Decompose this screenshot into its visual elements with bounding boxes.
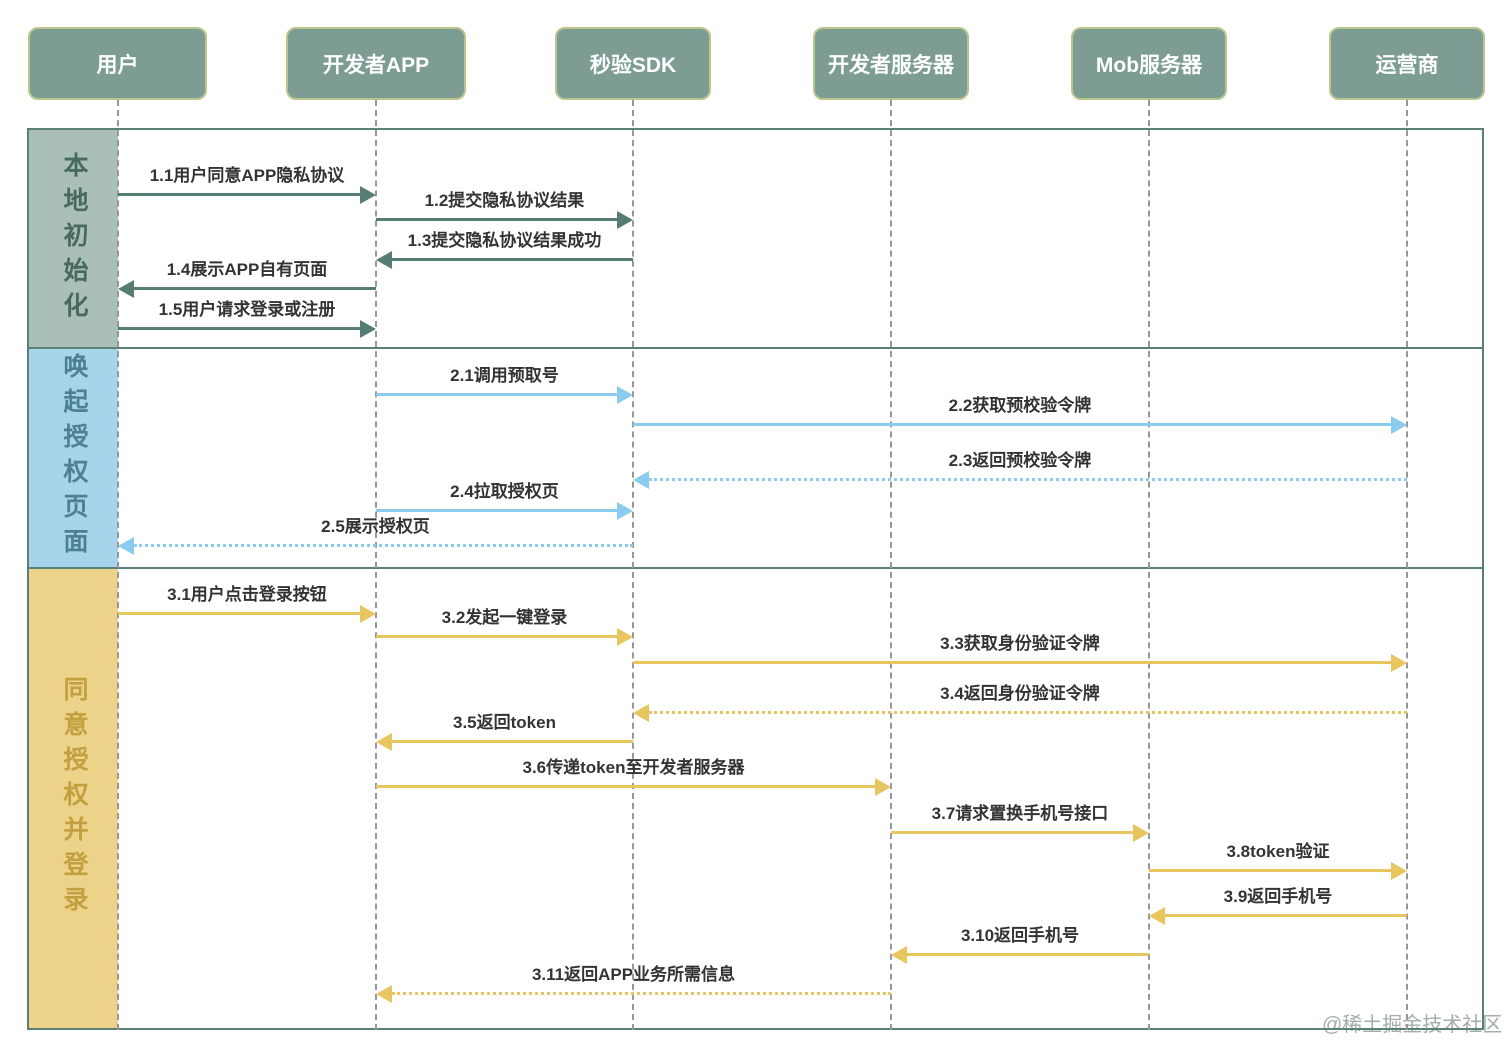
message-label-11: 3.2发起一键登录 <box>441 608 568 627</box>
message-line-1 <box>376 218 617 221</box>
message-line-4 <box>118 327 360 330</box>
message-line-6 <box>633 423 1391 426</box>
phase-label-consent-login: 同意授权并登录 <box>60 675 88 921</box>
message-arrowhead-2 <box>376 251 392 269</box>
lifeline-carrier <box>1406 100 1408 1030</box>
message-label-16: 3.7请求置换手机号接口 <box>931 804 1109 823</box>
message-line-2 <box>392 258 633 261</box>
message-line-12 <box>633 661 1391 664</box>
message-label-0: 1.1用户同意APP隐私协议 <box>149 166 345 185</box>
actor-box-mob-server: Mob服务器 <box>1071 27 1227 100</box>
message-label-13: 3.4返回身份验证令牌 <box>940 684 1100 703</box>
message-arrowhead-11 <box>617 628 633 646</box>
message-arrowhead-10 <box>360 605 376 623</box>
message-label-3: 1.4展示APP自有页面 <box>166 260 328 279</box>
lifeline-dev-server <box>890 100 892 1030</box>
lifeline-user <box>117 100 119 1030</box>
message-line-17 <box>1149 869 1391 872</box>
actor-box-dev-app: 开发者APP <box>286 27 466 100</box>
message-arrowhead-20 <box>376 985 392 1003</box>
message-label-15: 3.6传递token至开发者服务器 <box>522 758 745 777</box>
message-arrowhead-4 <box>360 320 376 338</box>
phase-band-consent-login: 同意授权并登录 <box>29 568 118 1028</box>
watermark-text: @稀土掘金技术社区 <box>1322 1014 1503 1036</box>
message-arrowhead-6 <box>1391 416 1407 434</box>
actor-box-dev-server: 开发者服务器 <box>813 27 969 100</box>
message-arrowhead-19 <box>891 946 907 964</box>
message-label-6: 2.2获取预校验令牌 <box>948 396 1092 415</box>
message-label-9: 2.5展示授权页 <box>321 517 430 536</box>
message-line-10 <box>118 612 360 615</box>
phase-label-local-init: 本地初始化 <box>60 151 88 327</box>
message-label-7: 2.3返回预校验令牌 <box>948 451 1092 470</box>
phase-band-invoke-auth: 唤起授权页面 <box>29 348 118 568</box>
diagram-frame <box>27 128 1484 1030</box>
message-line-11 <box>376 635 617 638</box>
message-label-8: 2.4拉取授权页 <box>450 482 559 501</box>
message-arrowhead-12 <box>1391 654 1407 672</box>
message-line-3 <box>134 287 376 290</box>
message-label-19: 3.10返回手机号 <box>960 926 1080 945</box>
message-label-4: 1.5用户请求登录或注册 <box>158 300 336 319</box>
message-arrowhead-17 <box>1391 862 1407 880</box>
message-label-12: 3.3获取身份验证令牌 <box>940 634 1100 653</box>
message-label-18: 3.9返回手机号 <box>1223 887 1333 906</box>
message-line-19 <box>907 953 1149 956</box>
message-label-20: 3.11返回APP业务所需信息 <box>531 965 736 984</box>
message-arrowhead-3 <box>118 280 134 298</box>
message-arrowhead-15 <box>875 778 891 796</box>
message-label-1: 1.2提交隐私协议结果 <box>424 191 585 210</box>
phase-band-local-init: 本地初始化 <box>29 130 118 348</box>
lifeline-sdk <box>632 100 634 1030</box>
message-arrowhead-1 <box>617 211 633 229</box>
message-line-7 <box>649 478 1407 481</box>
message-line-8 <box>376 509 617 512</box>
lifeline-dev-app <box>375 100 377 1030</box>
message-line-5 <box>376 393 617 396</box>
message-arrowhead-7 <box>633 471 649 489</box>
message-line-14 <box>392 740 633 743</box>
message-arrowhead-0 <box>360 186 376 204</box>
message-arrowhead-13 <box>633 704 649 722</box>
actor-box-carrier: 运营商 <box>1329 27 1485 100</box>
message-label-10: 3.1用户点击登录按钮 <box>167 585 327 604</box>
message-arrowhead-14 <box>376 733 392 751</box>
message-line-9 <box>134 544 633 547</box>
message-label-2: 1.3提交隐私协议结果成功 <box>407 231 602 250</box>
message-arrowhead-16 <box>1133 824 1149 842</box>
message-line-0 <box>118 193 360 196</box>
message-line-13 <box>649 711 1407 714</box>
message-line-18 <box>1165 914 1407 917</box>
message-label-5: 2.1调用预取号 <box>450 366 559 385</box>
message-line-20 <box>392 992 891 995</box>
phase-separator <box>27 347 1484 349</box>
message-label-14: 3.5返回token <box>453 713 556 732</box>
actor-box-user: 用户 <box>28 27 207 100</box>
message-arrowhead-5 <box>617 386 633 404</box>
phase-label-invoke-auth: 唤起授权页面 <box>60 353 88 563</box>
message-arrowhead-18 <box>1149 907 1165 925</box>
message-arrowhead-8 <box>617 502 633 520</box>
message-arrowhead-9 <box>118 537 134 555</box>
message-label-17: 3.8token验证 <box>1226 842 1330 861</box>
message-line-16 <box>891 831 1133 834</box>
actor-box-sdk: 秒验SDK <box>555 27 711 100</box>
lifeline-mob-server <box>1148 100 1150 1030</box>
phase-separator <box>27 567 1484 569</box>
message-line-15 <box>376 785 875 788</box>
